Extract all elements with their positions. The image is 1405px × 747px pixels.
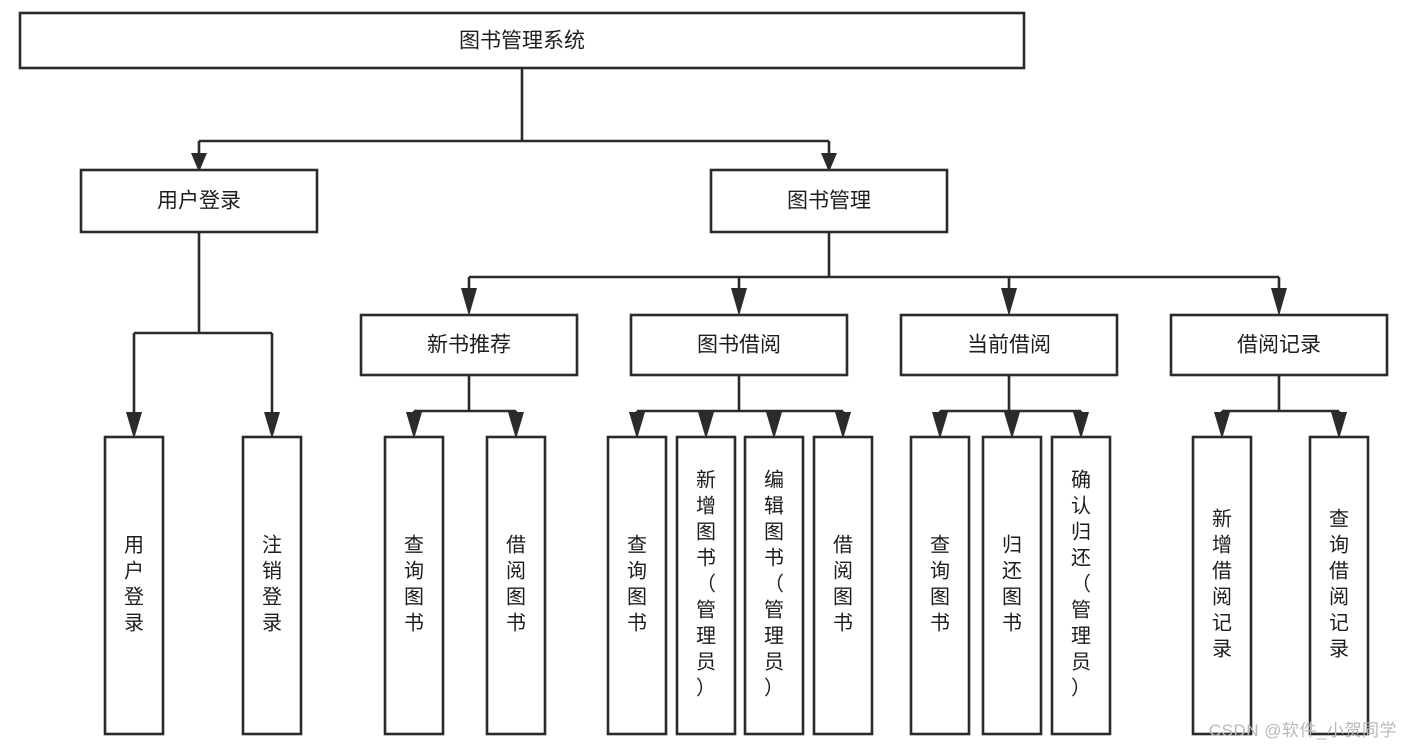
arrow-to-leaf-add-record [1214, 412, 1230, 439]
node-leaf-confirm-return-box[interactable] [1050, 435, 1112, 736]
node-leaf-query-book-3[interactable]: 查询图书 [909, 435, 971, 736]
node-borrow-record[interactable]: 借阅记录 [1169, 313, 1389, 377]
arrow-to-leaf-query-book-2 [629, 412, 645, 439]
arrow-to-leaf-borrow-book-2 [835, 412, 851, 439]
node-new-book-rec-label: 新书推荐 [427, 334, 511, 357]
node-leaf-borrow-book-2[interactable]: 借阅图书 [812, 435, 874, 736]
node-book-borrow-box[interactable] [629, 313, 849, 377]
node-leaf-query-record[interactable]: 查询借阅记录 [1308, 435, 1370, 736]
node-root-box[interactable] [18, 11, 1026, 70]
node-leaf-edit-book-label: 编辑图书（管理员） [764, 468, 784, 699]
node-new-book-rec-box[interactable] [359, 313, 579, 377]
edge-bookmanage-to-bus [467, 232, 1281, 290]
node-book-borrow-label: 图书借阅 [697, 334, 781, 357]
node-leaf-confirm-return-label: 确认归还（管理员） [1071, 468, 1091, 699]
edge-bookborrow-to-bus [635, 375, 845, 418]
node-leaf-borrow-book-1-label: 借阅图书 [506, 533, 526, 634]
node-leaf-return-book-box[interactable] [981, 435, 1043, 736]
edge-newbookrec-to-bus [412, 375, 518, 418]
node-borrow-record-label: 借阅记录 [1237, 334, 1321, 357]
node-leaf-query-book-2-label: 查询图书 [627, 533, 647, 634]
node-leaf-add-book[interactable]: 新增图书（管理员） [675, 435, 737, 736]
node-current-borrow-box[interactable] [899, 313, 1119, 377]
node-user-login[interactable]: 用户登录 [79, 168, 319, 234]
node-new-book-rec[interactable]: 新书推荐 [359, 313, 579, 377]
arrow-to-leaf-query-book-1 [406, 412, 422, 439]
arrow-to-borrow-record [1271, 288, 1287, 316]
node-user-login-label: 用户登录 [157, 190, 241, 213]
connector-layer [126, 68, 1347, 439]
arrow-to-book-borrow [731, 288, 747, 316]
leaf-nodes-layer: 用户登录 注销登录 查询图书 借阅图书 查询图书 新增图书（管理员） [103, 435, 1370, 736]
node-leaf-borrow-book-2-label: 借阅图书 [833, 533, 853, 634]
node-leaf-query-record-label: 查询借阅记录 [1329, 507, 1349, 660]
edge-currentborrow-to-bus [938, 375, 1083, 418]
node-book-manage[interactable]: 图书管理 [709, 168, 949, 234]
node-leaf-query-book-1[interactable]: 查询图书 [383, 435, 445, 736]
node-leaf-add-book-box[interactable] [675, 435, 737, 736]
node-book-manage-label: 图书管理 [787, 190, 871, 213]
arrow-to-leaf-confirm-return [1073, 412, 1089, 439]
node-leaf-add-record[interactable]: 新增借阅记录 [1191, 435, 1253, 736]
edge-userlogin-to-bus [132, 232, 274, 415]
node-leaf-edit-book[interactable]: 编辑图书（管理员） [743, 435, 805, 736]
arrow-to-leaf-user-logout [264, 412, 280, 439]
arrow-to-leaf-add-book [698, 412, 714, 439]
node-leaf-query-book-2[interactable]: 查询图书 [606, 435, 668, 736]
node-root[interactable]: 图书管理系统 [18, 11, 1026, 70]
node-leaf-user-logout-label: 注销登录 [262, 533, 282, 634]
node-leaf-add-book-label: 新增图书（管理员） [696, 468, 716, 699]
node-leaf-query-book-3-label: 查询图书 [930, 533, 950, 634]
arrow-to-new-book-rec [461, 288, 477, 316]
node-leaf-query-book-1-box[interactable] [383, 435, 445, 736]
edge-borrowrecord-to-bus [1220, 375, 1341, 418]
arrow-to-leaf-user-login [126, 412, 142, 439]
node-current-borrow[interactable]: 当前借阅 [899, 313, 1119, 377]
arrow-to-leaf-borrow-book-1 [508, 412, 524, 439]
node-leaf-user-logout[interactable]: 注销登录 [241, 435, 303, 736]
arrow-to-leaf-return-book [1004, 412, 1020, 439]
node-root-label: 图书管理系统 [459, 30, 585, 53]
arrow-to-leaf-query-record [1331, 412, 1347, 439]
node-current-borrow-label: 当前借阅 [967, 334, 1051, 357]
node-book-manage-box[interactable] [709, 168, 949, 234]
node-leaf-add-record-box[interactable] [1191, 435, 1253, 736]
arrow-to-leaf-edit-book [766, 412, 782, 439]
node-leaf-user-login-label: 用户登录 [124, 534, 144, 634]
node-book-borrow[interactable]: 图书借阅 [629, 313, 849, 377]
arrow-to-leaf-query-book-3 [932, 412, 948, 439]
node-leaf-user-login-box[interactable] [103, 435, 165, 736]
node-leaf-return-book[interactable]: 归还图书 [981, 435, 1043, 736]
node-borrow-record-box[interactable] [1169, 313, 1389, 377]
csdn-watermark: CSDN @软件_小贺同学 [1208, 721, 1397, 740]
node-leaf-edit-book-box[interactable] [743, 435, 805, 736]
node-leaf-query-book-1-label: 查询图书 [404, 533, 424, 634]
arrow-to-book-manage [821, 153, 837, 172]
node-leaf-borrow-book-2-box[interactable] [812, 435, 874, 736]
arrow-to-user-login [191, 153, 207, 172]
node-leaf-borrow-book-1[interactable]: 借阅图书 [485, 435, 547, 736]
node-leaf-borrow-book-1-box[interactable] [485, 435, 547, 736]
node-leaf-return-book-label: 归还图书 [1002, 533, 1022, 634]
node-leaf-query-record-box[interactable] [1308, 435, 1370, 736]
node-leaf-user-login[interactable]: 用户登录 [103, 435, 165, 736]
node-leaf-query-book-3-box[interactable] [909, 435, 971, 736]
node-user-login-box[interactable] [79, 168, 319, 234]
node-leaf-query-book-2-box[interactable] [606, 435, 668, 736]
node-leaf-confirm-return[interactable]: 确认归还（管理员） [1050, 435, 1112, 736]
node-leaf-user-logout-box[interactable] [241, 435, 303, 736]
node-leaf-add-record-label: 新增借阅记录 [1212, 507, 1232, 660]
arrow-to-current-borrow [1001, 288, 1017, 316]
edge-root-to-bus [197, 68, 831, 155]
